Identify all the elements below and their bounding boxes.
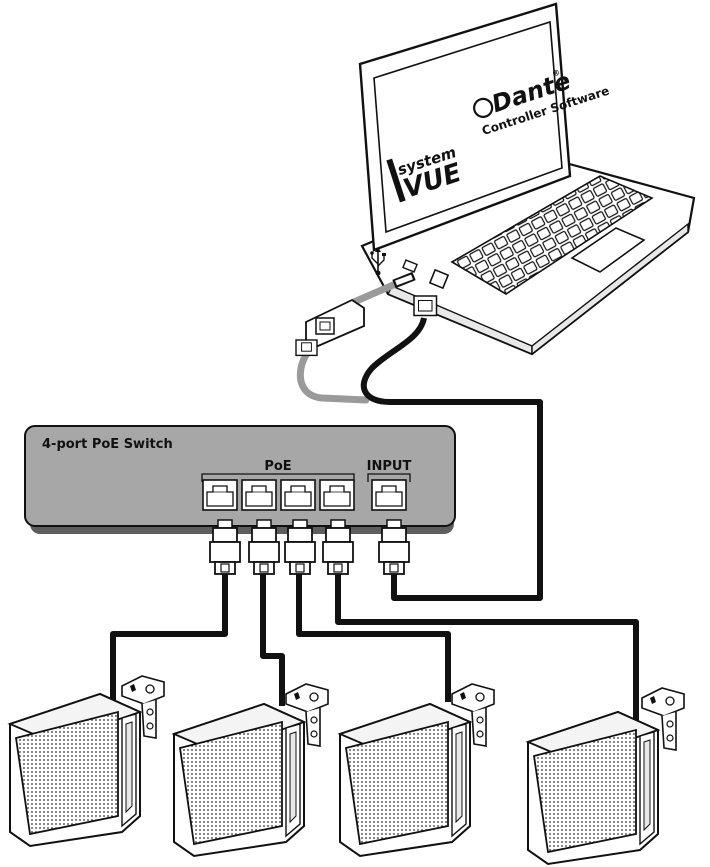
- usb-adapter-cable: [296, 351, 370, 404]
- poe-port-3: [280, 479, 316, 511]
- switch-title: 4-port PoE Switch: [42, 437, 173, 452]
- poe-plug-1: [209, 519, 241, 575]
- adapter-plug: [295, 339, 318, 357]
- poe-switch: 4-port PoE Switch PoE INPUT: [24, 425, 456, 534]
- laptop-ethernet-port: [428, 268, 450, 290]
- poe-plug-3: [284, 519, 316, 575]
- laptop-usb-port: [402, 259, 418, 273]
- usb-ethernet-adapter: [305, 271, 416, 347]
- input-plug: [378, 519, 410, 575]
- input-port: [371, 479, 407, 511]
- speaker-4: [527, 711, 659, 865]
- laptop-ethernet-cable: [360, 317, 543, 601]
- poe-plug-4: [322, 519, 354, 575]
- laptop: system VUE Dante ® Controller Software: [358, 2, 696, 356]
- speaker-4-cable: [335, 570, 639, 720]
- input-label: INPUT: [367, 459, 412, 474]
- poe-label: PoE: [264, 459, 291, 474]
- poe-port-4: [319, 479, 355, 511]
- speaker-1: [9, 693, 141, 847]
- poe-port-1: [202, 479, 238, 511]
- poe-port-2: [241, 479, 277, 511]
- speaker-2: [173, 703, 305, 857]
- svg-text:®: ®: [551, 68, 561, 79]
- laptop-keyboard: [450, 175, 654, 295]
- laptop-screen: [373, 20, 563, 234]
- laptop-touchpad: [570, 227, 646, 273]
- laptop-cable-plug: [413, 295, 438, 317]
- usb-icon: [370, 247, 386, 276]
- speaker-2-cable: [260, 570, 285, 706]
- speaker-1-cable: [110, 570, 228, 712]
- speaker-3: [339, 703, 471, 857]
- speaker-3-cable: [296, 570, 451, 702]
- poe-plug-2: [248, 519, 280, 575]
